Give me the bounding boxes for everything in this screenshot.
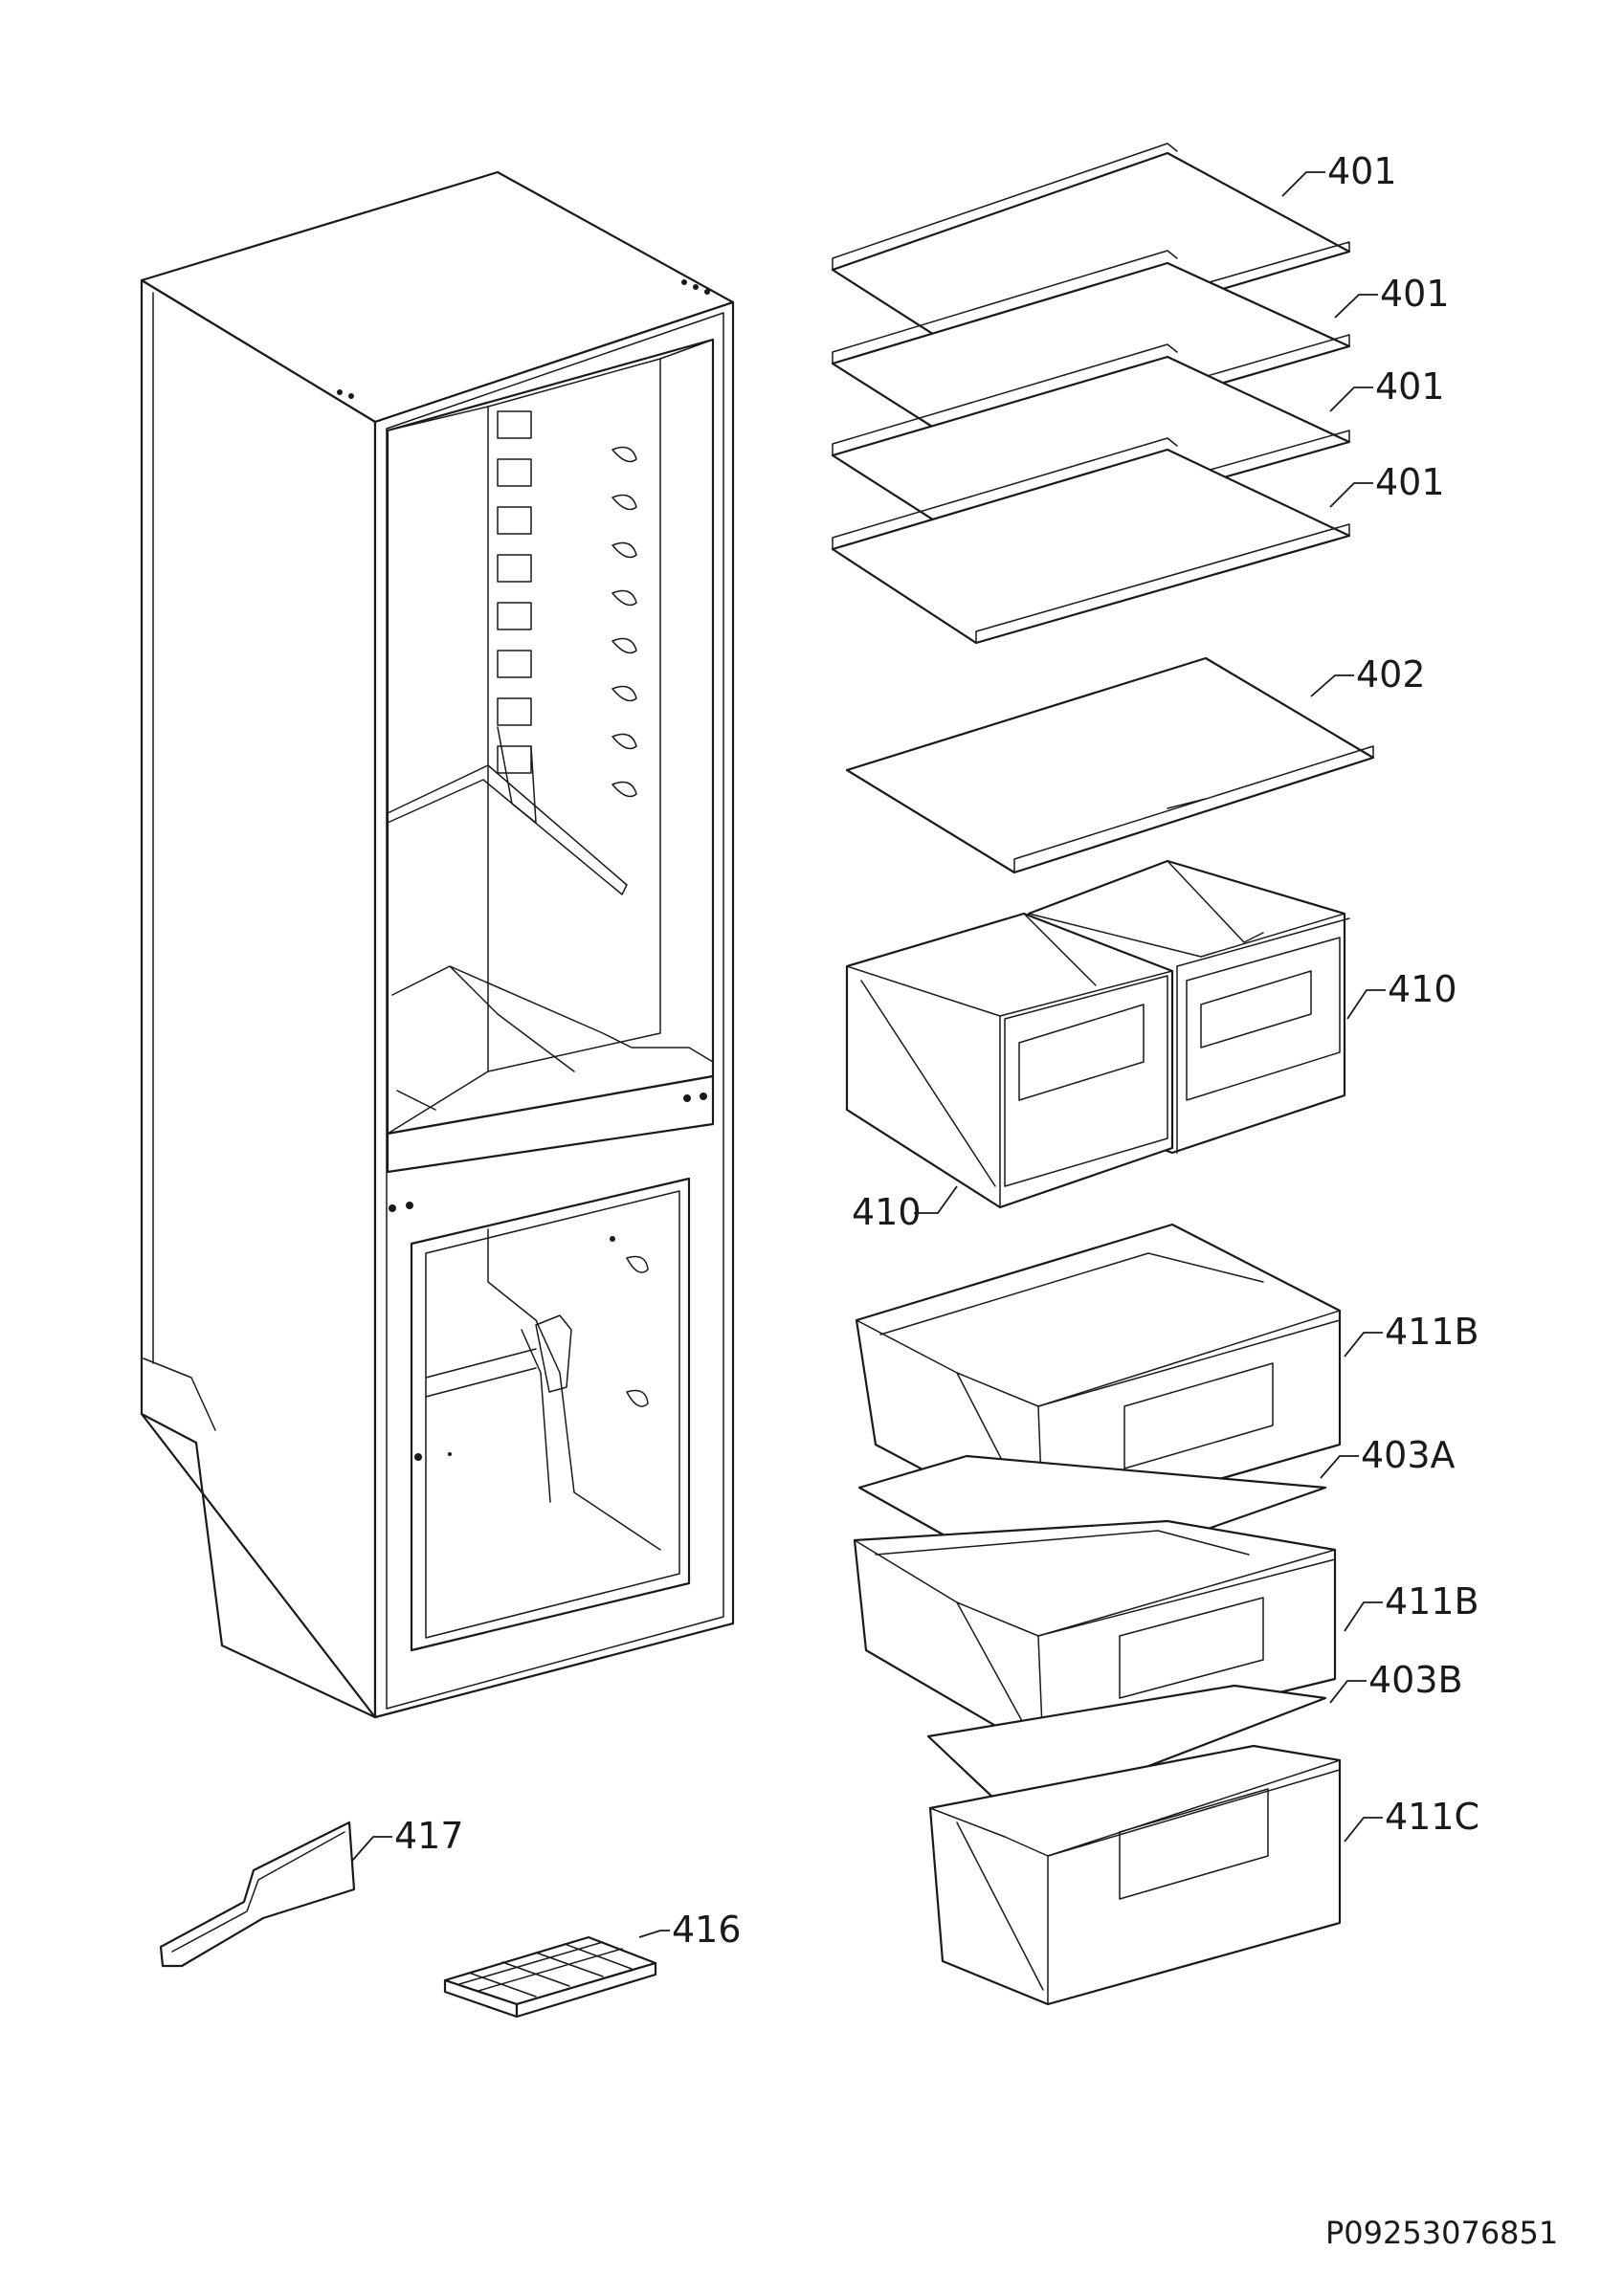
glass-shelf-5 [845, 656, 1375, 874]
callout-labels: 401 401 401 401 402 410 410 411B 403A 41… [394, 150, 1558, 2251]
label-crisper-top: 411B [1385, 1311, 1479, 1353]
label-crisper-bottom: 411C [1385, 1796, 1479, 1838]
label-crisper-mid: 411B [1385, 1580, 1479, 1623]
drawing-code: P09253076851 [1325, 2215, 1558, 2251]
label-ice-tray: 416 [672, 1909, 742, 1951]
ice-cube-tray [443, 1935, 657, 2019]
label-shelf-3: 401 [1375, 365, 1445, 408]
label-cover-a: 403A [1361, 1434, 1456, 1476]
vegetable-drawer-left [845, 912, 1174, 1209]
label-drawer-right: 410 [1388, 968, 1457, 1010]
label-cover-b: 403B [1368, 1659, 1463, 1701]
freezer-drawer-top [855, 1223, 1342, 1533]
label-shelf-4: 401 [1375, 461, 1445, 503]
ice-scraper [159, 1821, 356, 1968]
label-scraper: 417 [394, 1815, 464, 1857]
label-shelf-5: 402 [1356, 653, 1426, 695]
label-shelf-1: 401 [1327, 150, 1397, 192]
label-drawer-left: 410 [852, 1191, 922, 1233]
shelf-notches [611, 446, 637, 798]
refrigerator-cabinet [140, 170, 735, 1719]
glass-shelf-4 [831, 437, 1351, 645]
freezer-drawer-bottom [928, 1744, 1342, 2006]
label-shelf-2: 401 [1380, 273, 1450, 315]
drawer-cover-b [926, 1684, 1327, 1820]
leader-lines [351, 171, 1386, 1938]
